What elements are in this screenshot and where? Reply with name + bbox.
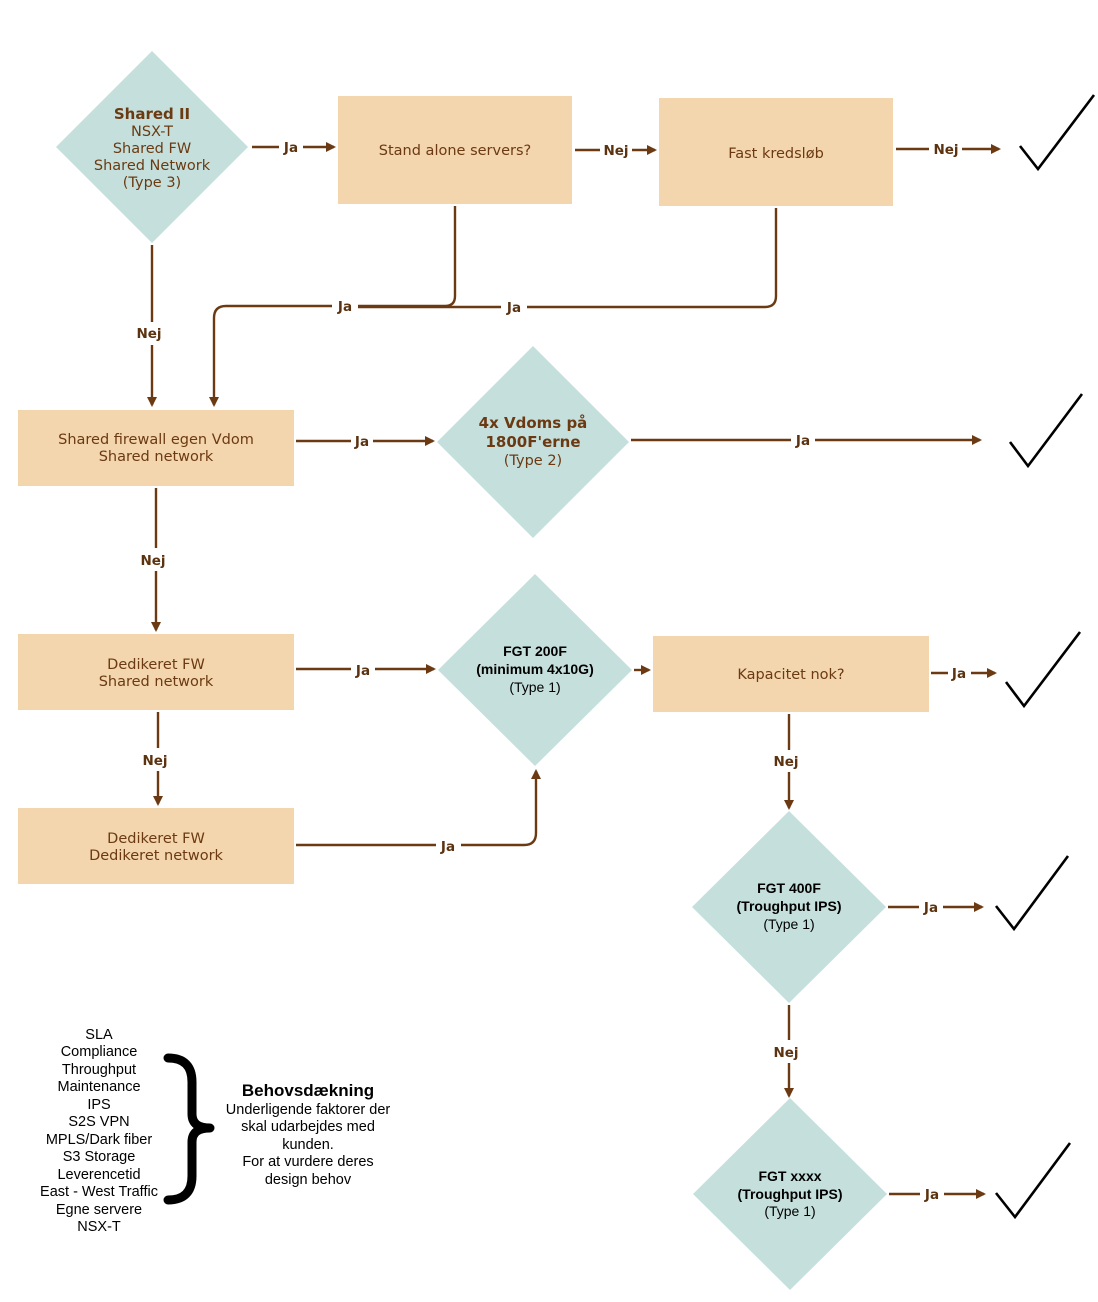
node-shared-firewall-label: Shared firewall egen Vdom <box>58 432 254 448</box>
node-dedikeret-fw-dedikeret: Dedikeret FW Dedikeret network <box>18 808 294 884</box>
factor-item: S3 Storage <box>63 1149 136 1165</box>
behov-line: Underligende faktorer der <box>226 1102 391 1118</box>
edge-fgtxxxx-check: Ja <box>889 1187 986 1203</box>
edge-label: Ja <box>440 839 455 855</box>
node-fgt-400f: FGT 400F (Troughput IPS) (Type 1) <box>692 811 886 1003</box>
node-fgtxxxx-type: (Type 1) <box>764 1203 815 1219</box>
edge-label: Nej <box>142 753 167 769</box>
factor-item: Leverencetid <box>57 1167 140 1183</box>
behov-line: design behov <box>265 1172 352 1188</box>
node-fgt200-title: (minimum 4x10G) <box>476 661 593 677</box>
edge-kapacitet-fgt400: Nej <box>773 714 799 810</box>
node-stand-alone-servers: Stand alone servers? <box>338 96 572 204</box>
node-dedikeret-fw-shared: Dedikeret FW Shared network <box>18 634 294 710</box>
node-stand-alone-label: Stand alone servers? <box>379 143 531 159</box>
edge-fast-check: Nej <box>896 142 1001 158</box>
factor-item: IPS <box>87 1097 110 1113</box>
node-fgt-xxxx: FGT xxxx (Troughput IPS) (Type 1) <box>693 1098 887 1290</box>
edge-standalone-fast: Nej <box>575 143 657 159</box>
node-kapacitet-label: Kapacitet nok? <box>737 667 844 683</box>
edge-label: Ja <box>355 663 370 679</box>
edge-label: Nej <box>140 553 165 569</box>
edge-label: Nej <box>136 326 161 342</box>
node-vdoms-type: (Type 2) <box>504 453 562 469</box>
node-fast-label: Fast kredsløb <box>728 146 824 162</box>
checkmark-icon <box>1004 631 1082 709</box>
checkmark-icon <box>1008 393 1084 469</box>
node-shared-firewall-vdom: Shared firewall egen Vdom Shared network <box>18 410 294 486</box>
edge-dedshared-fgt200: Ja <box>296 663 436 679</box>
edge-label: Ja <box>795 433 810 449</box>
edge-label: Ja <box>506 300 521 316</box>
checkmark-icon <box>994 1142 1072 1220</box>
edge-deddedi-fgt200: Ja <box>296 769 541 855</box>
behov-line: For at vurdere deres <box>242 1154 373 1170</box>
node-fgt400-title: FGT 400F <box>757 880 821 896</box>
node-shared-ii-title: Shared II <box>114 105 190 123</box>
node-fast-kredslob: Fast kredsløb <box>659 98 893 206</box>
factor-item: SLA <box>85 1027 113 1043</box>
node-shared-ii-line: Shared Network <box>94 158 211 174</box>
right-brace-icon <box>163 1053 215 1205</box>
node-fgt400-title: (Troughput IPS) <box>737 898 842 914</box>
factor-item: Throughput <box>62 1062 136 1078</box>
node-deddedi-label: Dedikeret network <box>89 848 223 864</box>
node-vdoms-title: 4x Vdoms på <box>479 414 588 432</box>
node-fgt-200f: FGT 200F (minimum 4x10G) (Type 1) <box>438 574 632 766</box>
behov-block: Behovsdækning Underligende faktorer der … <box>226 1081 391 1188</box>
edge-kapacitet-check: Ja <box>931 666 997 682</box>
factor-item: MPLS/Dark fiber <box>46 1132 153 1148</box>
edge-fgt400-fgtxxxx: Nej <box>773 1005 799 1098</box>
edge-label: Nej <box>933 142 958 158</box>
node-fgtxxxx-title: (Troughput IPS) <box>738 1186 843 1202</box>
edge-standalone-sharedfw: Ja <box>209 206 457 407</box>
node-deddedi-label: Dedikeret FW <box>107 831 205 847</box>
behov-title: Behovsdækning <box>242 1081 374 1100</box>
edge-sharedfw-dedshared: Nej <box>140 488 166 632</box>
node-fgt400-type: (Type 1) <box>763 916 814 932</box>
factor-item: Egne servere <box>56 1202 142 1218</box>
node-dedshared-label: Shared network <box>99 674 214 690</box>
checkmark-icon <box>994 855 1070 932</box>
edge-sharedfw-vdoms: Ja <box>296 434 435 450</box>
edge-label: Nej <box>773 754 798 770</box>
behov-line: skal udarbejdes med <box>241 1119 375 1135</box>
factor-item: NSX-T <box>77 1219 121 1235</box>
node-fgt200-type: (Type 1) <box>509 679 560 695</box>
node-shared-ii: Shared II NSX-T Shared FW Shared Network… <box>56 51 248 243</box>
edge-dedshared-deddedi: Nej <box>142 712 168 806</box>
edge-shared2-sharedfw: Nej <box>136 245 162 407</box>
edge-fast-merge: Ja <box>358 208 778 316</box>
node-vdoms-title: 1800F'erne <box>485 433 580 451</box>
edge-label: Nej <box>603 143 628 159</box>
node-4x-vdoms: 4x Vdoms på 1800F'erne (Type 2) <box>437 346 629 538</box>
edge-label: Ja <box>951 666 966 682</box>
edge-label: Ja <box>354 434 369 450</box>
edge-label: Ja <box>283 140 298 156</box>
factor-item: Maintenance <box>57 1079 140 1095</box>
edge-label: Ja <box>924 1187 939 1203</box>
factor-list: SLA Compliance Throughput Maintenance IP… <box>40 1027 158 1235</box>
factor-item: Compliance <box>61 1044 138 1060</box>
node-shared-ii-line: Shared FW <box>113 141 191 157</box>
checkmark-icon <box>1018 94 1096 172</box>
node-fgt200-title: FGT 200F <box>503 643 567 659</box>
edge-shared2-standalone: Ja <box>252 140 336 156</box>
edge-fgt400-check: Ja <box>888 900 984 916</box>
node-shared-ii-line: NSX-T <box>131 124 173 140</box>
node-dedshared-label: Dedikeret FW <box>107 657 205 673</box>
node-shared-ii-line: (Type 3) <box>123 175 181 191</box>
edge-label: Nej <box>773 1045 798 1061</box>
edge-label: Ja <box>923 900 938 916</box>
node-fgtxxxx-title: FGT xxxx <box>758 1168 821 1184</box>
node-kapacitet-nok: Kapacitet nok? <box>653 636 929 712</box>
factor-item: S2S VPN <box>68 1114 129 1130</box>
edge-vdoms-check: Ja <box>631 433 982 449</box>
behov-line: kunden. <box>282 1137 334 1153</box>
factor-item: East - West Traffic <box>40 1184 158 1200</box>
edge-label: Ja <box>337 299 352 315</box>
node-shared-firewall-label: Shared network <box>99 449 214 465</box>
